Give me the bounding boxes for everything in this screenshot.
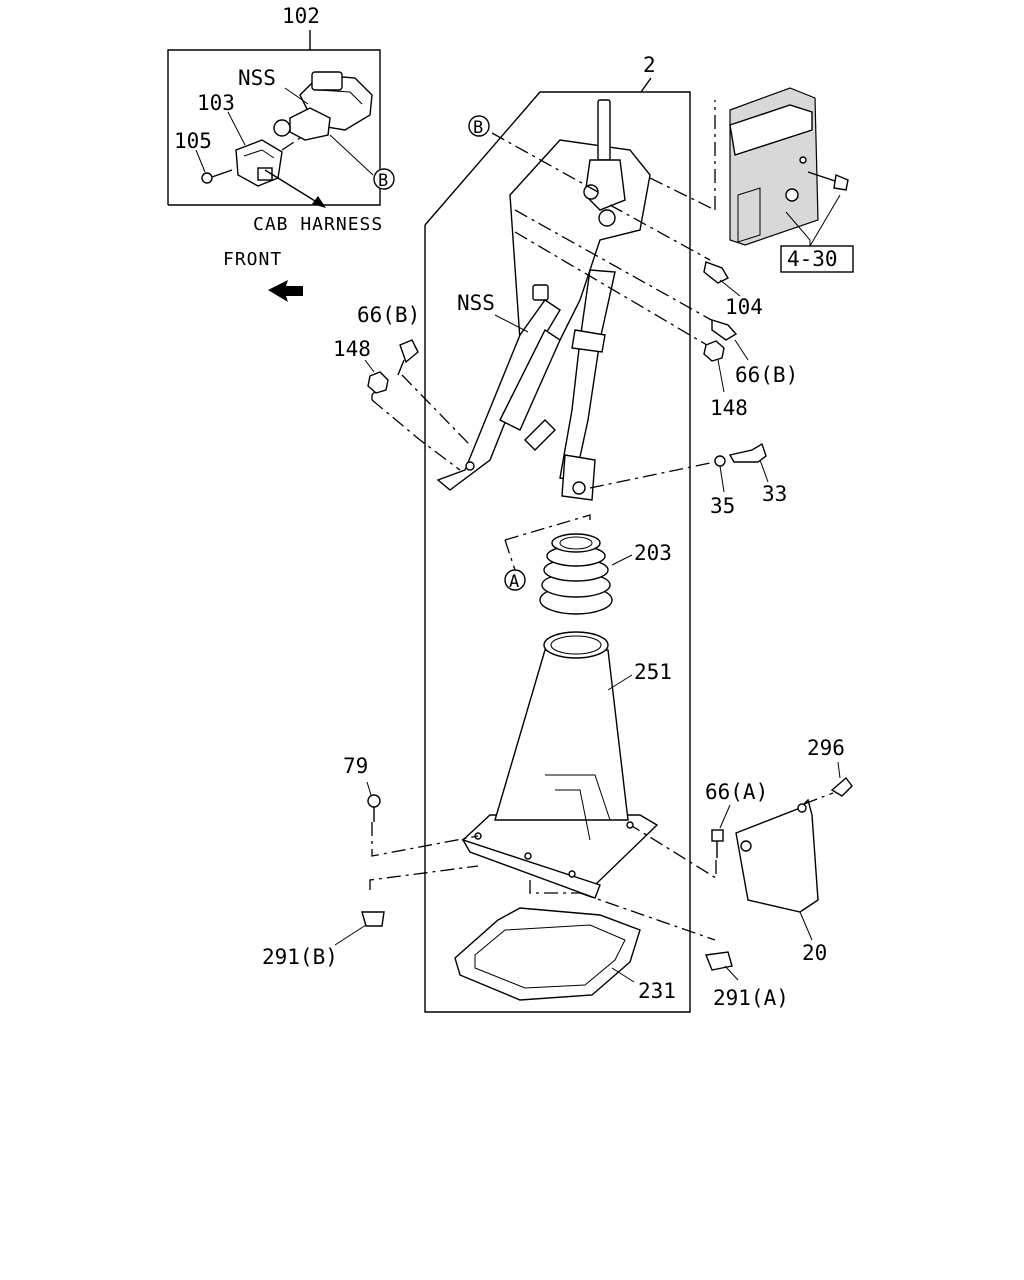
callout-nss-top: NSS — [238, 66, 276, 90]
screw-105 — [201, 169, 233, 184]
callout-66b-left: 66(B) — [357, 303, 420, 327]
connector-inset — [167, 30, 381, 208]
callout-66a: 66(A) — [705, 780, 768, 804]
ref-box-4-30 — [780, 245, 854, 273]
callout-148-right: 148 — [710, 396, 748, 420]
callout-b-top: B — [378, 171, 388, 191]
hardware-lower — [334, 761, 853, 981]
callout-nss-mid: NSS — [457, 291, 495, 315]
callout-2: 2 — [643, 53, 656, 77]
cover-20 — [735, 792, 834, 941]
callout-104: 104 — [725, 295, 763, 319]
callout-231: 231 — [638, 979, 676, 1003]
boot-203 — [539, 533, 633, 615]
hardware-upper — [364, 261, 769, 493]
callout-102: 102 — [282, 4, 320, 28]
bolt-cover — [807, 171, 849, 191]
front-arrow-icon — [268, 280, 303, 302]
gasket-231 — [454, 907, 641, 1001]
callout-labels: 102 2 NSS 103 105 B B CAB HARNESS FRONT … — [174, 4, 845, 1010]
shift-cover-4-30 — [729, 87, 854, 273]
nss-connector — [273, 71, 373, 141]
callout-a: A — [509, 572, 519, 592]
assembly-lines-lower — [369, 822, 717, 941]
callout-b-main: B — [473, 118, 483, 138]
callout-66b-right: 66(B) — [735, 363, 798, 387]
callout-148-left: 148 — [333, 337, 371, 361]
callout-203: 203 — [634, 541, 672, 565]
main-assembly-box — [424, 77, 691, 1013]
callout-105: 105 — [174, 129, 212, 153]
callout-4-30: 4-30 — [787, 247, 838, 271]
connector-103 — [235, 139, 283, 187]
boot-251 — [461, 631, 659, 899]
callout-291b: 291(B) — [262, 945, 338, 969]
callout-291a: 291(A) — [713, 986, 789, 1010]
callout-33: 33 — [762, 482, 787, 506]
callout-103: 103 — [197, 91, 235, 115]
shift-lever-assembly — [436, 99, 651, 501]
callout-79: 79 — [343, 754, 368, 778]
cab-harness-label: CAB HARNESS — [253, 214, 383, 235]
callout-35: 35 — [710, 494, 735, 518]
callout-296: 296 — [807, 736, 845, 760]
callout-251: 251 — [634, 660, 672, 684]
callout-20: 20 — [802, 941, 827, 965]
front-label: FRONT — [223, 249, 282, 270]
